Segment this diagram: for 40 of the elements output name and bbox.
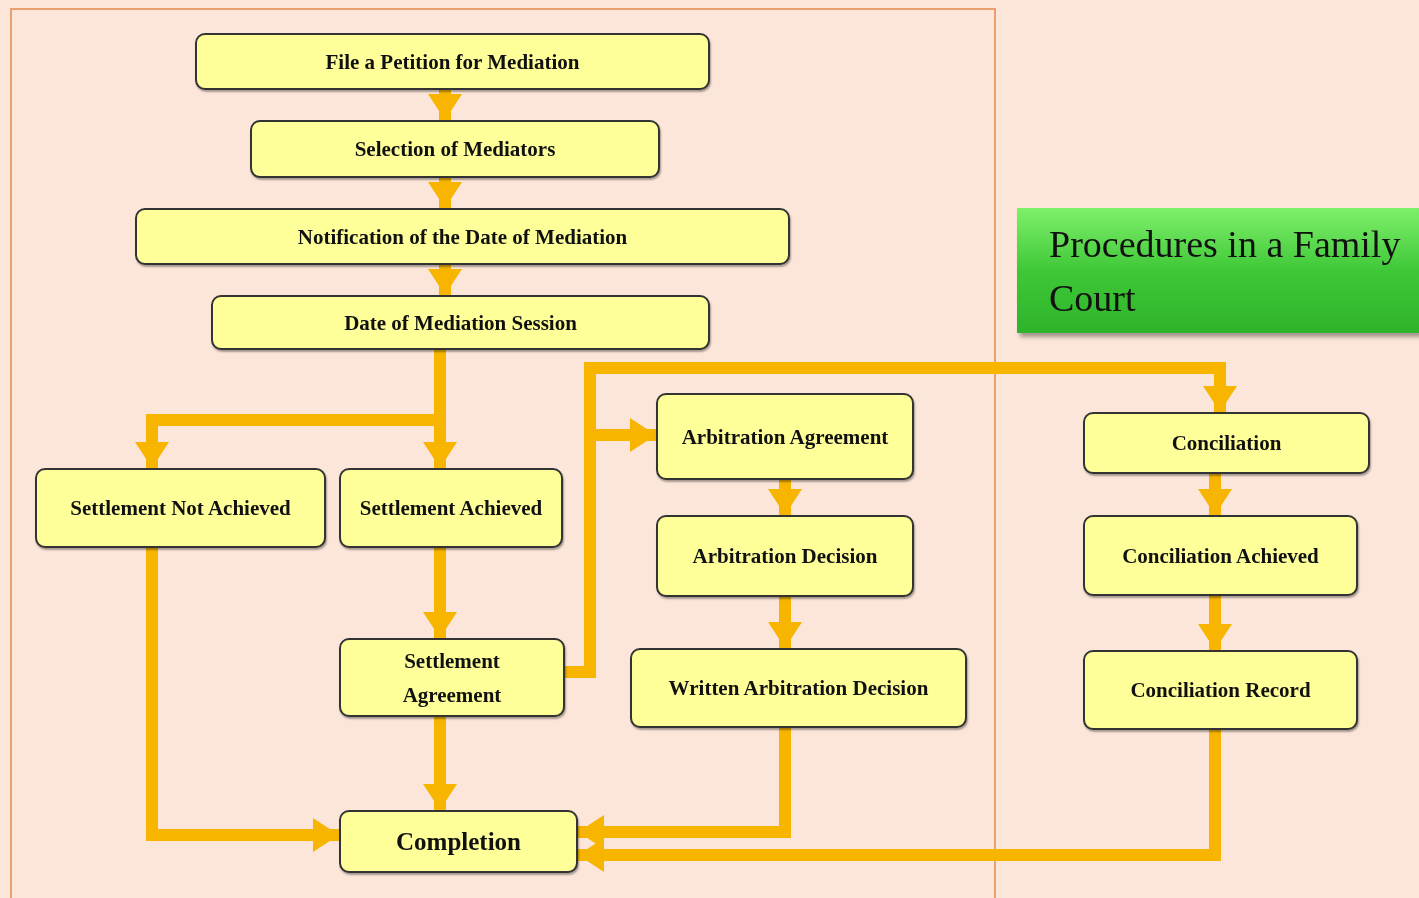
arrow (423, 548, 457, 638)
arrow (1198, 474, 1232, 515)
arrow (423, 717, 457, 810)
arrow (428, 178, 462, 208)
process-box (211, 295, 710, 350)
box-text: Conciliation (1171, 430, 1282, 457)
box-text: Arbitration Agreement (681, 423, 889, 451)
process-box (656, 393, 914, 480)
box-text: Conciliation Achieved (1122, 542, 1319, 570)
box-text: Settlement Not Achieved (70, 495, 291, 522)
arrow (768, 480, 802, 515)
box-text: Completion (396, 826, 521, 857)
arrow (768, 597, 802, 648)
box-text: Date of Mediation Session (344, 309, 577, 337)
process-box (1083, 515, 1358, 596)
box-text: Notification of the Date of Mediation (297, 223, 628, 251)
process-box (35, 468, 326, 548)
box-text: Settlement Agreement (401, 647, 503, 709)
process-box (1083, 412, 1370, 474)
arrow (428, 265, 462, 295)
process-box (339, 638, 565, 717)
title: Procedures in a Family Court (1049, 221, 1402, 321)
box-text: Written Arbitration Decision (668, 675, 929, 702)
box-text: Selection of Mediators (354, 136, 556, 163)
box-text: Settlement Achieved (359, 495, 543, 522)
arrow (1198, 596, 1232, 650)
process-box (339, 810, 578, 873)
box-text: Conciliation Record (1130, 677, 1311, 704)
box-text: Arbitration Decision (692, 543, 878, 570)
process-box (195, 33, 710, 90)
box-text: File a Petition for Mediation (325, 48, 580, 76)
process-box (630, 648, 967, 728)
process-box (339, 468, 563, 548)
arrow (146, 548, 339, 852)
process-box (656, 515, 914, 597)
process-box (135, 208, 790, 265)
arrow (428, 90, 462, 120)
arrow (578, 730, 1221, 872)
process-box (250, 120, 660, 178)
process-box (1083, 650, 1358, 730)
